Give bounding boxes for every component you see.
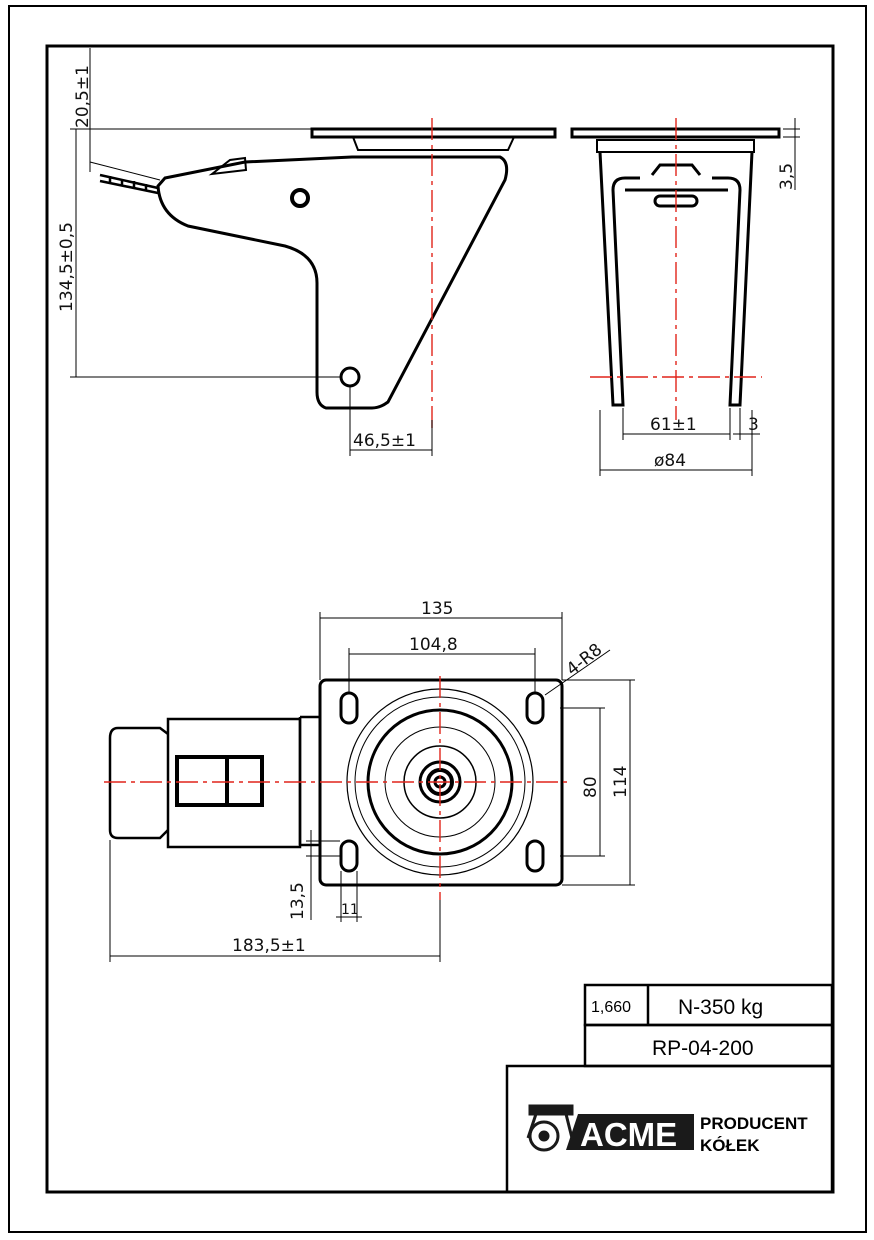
part-number: RP-04-200 <box>652 1037 754 1060</box>
dim-plate-height: 20,5±1 <box>73 65 93 128</box>
axle-hole <box>339 366 361 388</box>
dim-overall-length: 183,5±1 <box>232 936 306 956</box>
company-line1: PRODUCENT <box>700 1114 808 1133</box>
side-plate-stub <box>352 136 515 151</box>
dimension-lines <box>70 48 800 962</box>
dim-plate-length: 135 <box>421 599 453 619</box>
dim-inner-width: 61±1 <box>650 415 697 435</box>
dim-axle-offset: 46,5±1 <box>353 431 416 451</box>
neck-block <box>166 717 302 849</box>
brake-clip <box>208 156 248 176</box>
front-fork-left <box>598 151 640 407</box>
caster-icon <box>526 1104 574 1152</box>
side-view <box>99 127 557 410</box>
outer-border <box>8 5 867 1233</box>
company-line2: KÓŁEK <box>700 1136 760 1155</box>
dim-hole-spacing-y: 80 <box>581 776 601 798</box>
front-fork-right <box>712 151 754 407</box>
side-top-plate <box>310 127 557 139</box>
slot-top-left <box>339 691 359 725</box>
logo-box <box>566 1114 694 1150</box>
slot-bottom-left <box>339 839 359 873</box>
inner-frame <box>45 44 835 1194</box>
logo-text: ACME <box>580 1116 677 1153</box>
slot-top-right <box>525 691 545 725</box>
pedal-pad <box>175 755 264 807</box>
dim-slot-length: 13,5 <box>288 882 308 920</box>
center-lines <box>104 118 762 900</box>
mounting-slots <box>339 691 545 873</box>
load-value: N-350 kg <box>678 996 763 1019</box>
dim-fork-thickness: 3 <box>748 415 759 435</box>
dim-wheel-diameter: ø84 <box>654 451 686 471</box>
brake-lever <box>99 173 159 195</box>
title-block: 1,660 N-350 kg RP-04-200 ACME PRODUCENT … <box>505 983 834 1194</box>
slot-bottom-right <box>525 839 545 873</box>
fork-body-top <box>298 715 320 847</box>
dim-slot-width: 11 <box>341 902 359 918</box>
brake-pedal <box>108 726 169 840</box>
dim-total-height: 134,5±0,5 <box>57 222 77 312</box>
dim-plate-width: 114 <box>611 766 631 798</box>
weight-value: 1,660 <box>591 999 631 1016</box>
acme-logo: ACME PRODUCENT KÓŁEK <box>526 1104 808 1155</box>
dim-plate-thickness: 3,5 <box>777 163 797 190</box>
side-fork-outline <box>156 155 509 410</box>
pivot-bolt <box>290 188 310 208</box>
dim-hole-spacing-x: 104,8 <box>409 635 458 655</box>
dim-slot-radius: 4-R8 <box>563 640 607 680</box>
